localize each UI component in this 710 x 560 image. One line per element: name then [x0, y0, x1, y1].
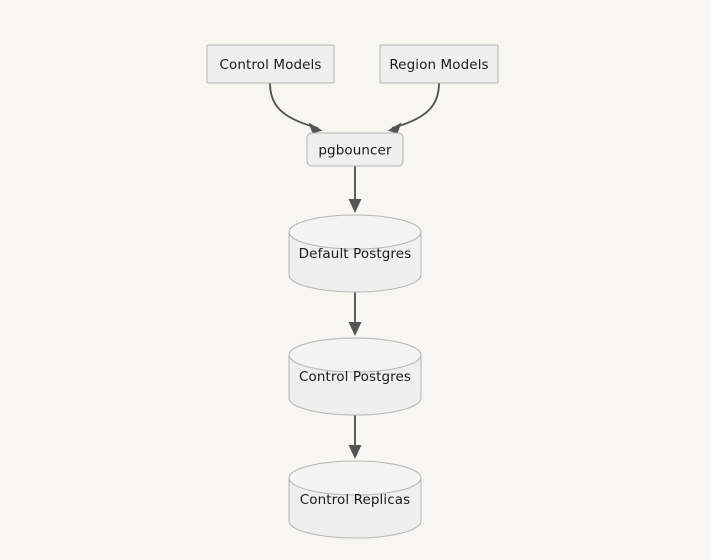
- arrow-head-icon: [348, 322, 362, 336]
- node-label-control-replicas: Control Replicas: [300, 492, 411, 508]
- node-layer: Control Models Region Models pgbouncer D…: [206, 44, 499, 539]
- node-shape-cylinder-top: [288, 337, 422, 373]
- node-control-models[interactable]: Control Models: [206, 44, 335, 84]
- node-pgbouncer[interactable]: pgbouncer: [306, 132, 404, 167]
- node-shape-rectangle: [379, 44, 499, 84]
- edge-layer: [269, 82, 440, 459]
- arrow-head-icon: [348, 199, 362, 213]
- node-region-models[interactable]: Region Models: [379, 44, 499, 84]
- edge-control-postgres-to-control-replicas: [348, 412, 362, 459]
- edge-path: [391, 82, 440, 129]
- node-label-control-models: Control Models: [219, 57, 321, 73]
- edge-region-models-to-pgbouncer: [387, 82, 440, 134]
- node-shape-rounded-rectangle: [306, 132, 404, 167]
- node-label-pgbouncer: pgbouncer: [318, 143, 392, 159]
- node-label-region-models: Region Models: [389, 57, 488, 73]
- edge-control-models-to-pgbouncer: [269, 82, 323, 134]
- node-shape-cylinder-top: [288, 214, 422, 250]
- node-default-postgres[interactable]: Default Postgres: [288, 214, 422, 293]
- edge-default-postgres-to-control-postgres: [348, 289, 362, 336]
- arrow-head-icon: [308, 122, 323, 134]
- arrow-head-icon: [348, 445, 362, 459]
- node-control-postgres[interactable]: Control Postgres: [288, 337, 422, 416]
- node-label-default-postgres: Default Postgres: [299, 246, 412, 262]
- arrow-head-icon: [387, 122, 402, 134]
- edge-path: [269, 82, 319, 129]
- node-shape-cylinder-top: [288, 460, 422, 496]
- node-control-replicas[interactable]: Control Replicas: [288, 460, 422, 539]
- node-shape-rectangle: [206, 44, 335, 84]
- node-label-control-postgres: Control Postgres: [299, 369, 411, 385]
- edge-pgbouncer-to-default-postgres: [348, 166, 362, 213]
